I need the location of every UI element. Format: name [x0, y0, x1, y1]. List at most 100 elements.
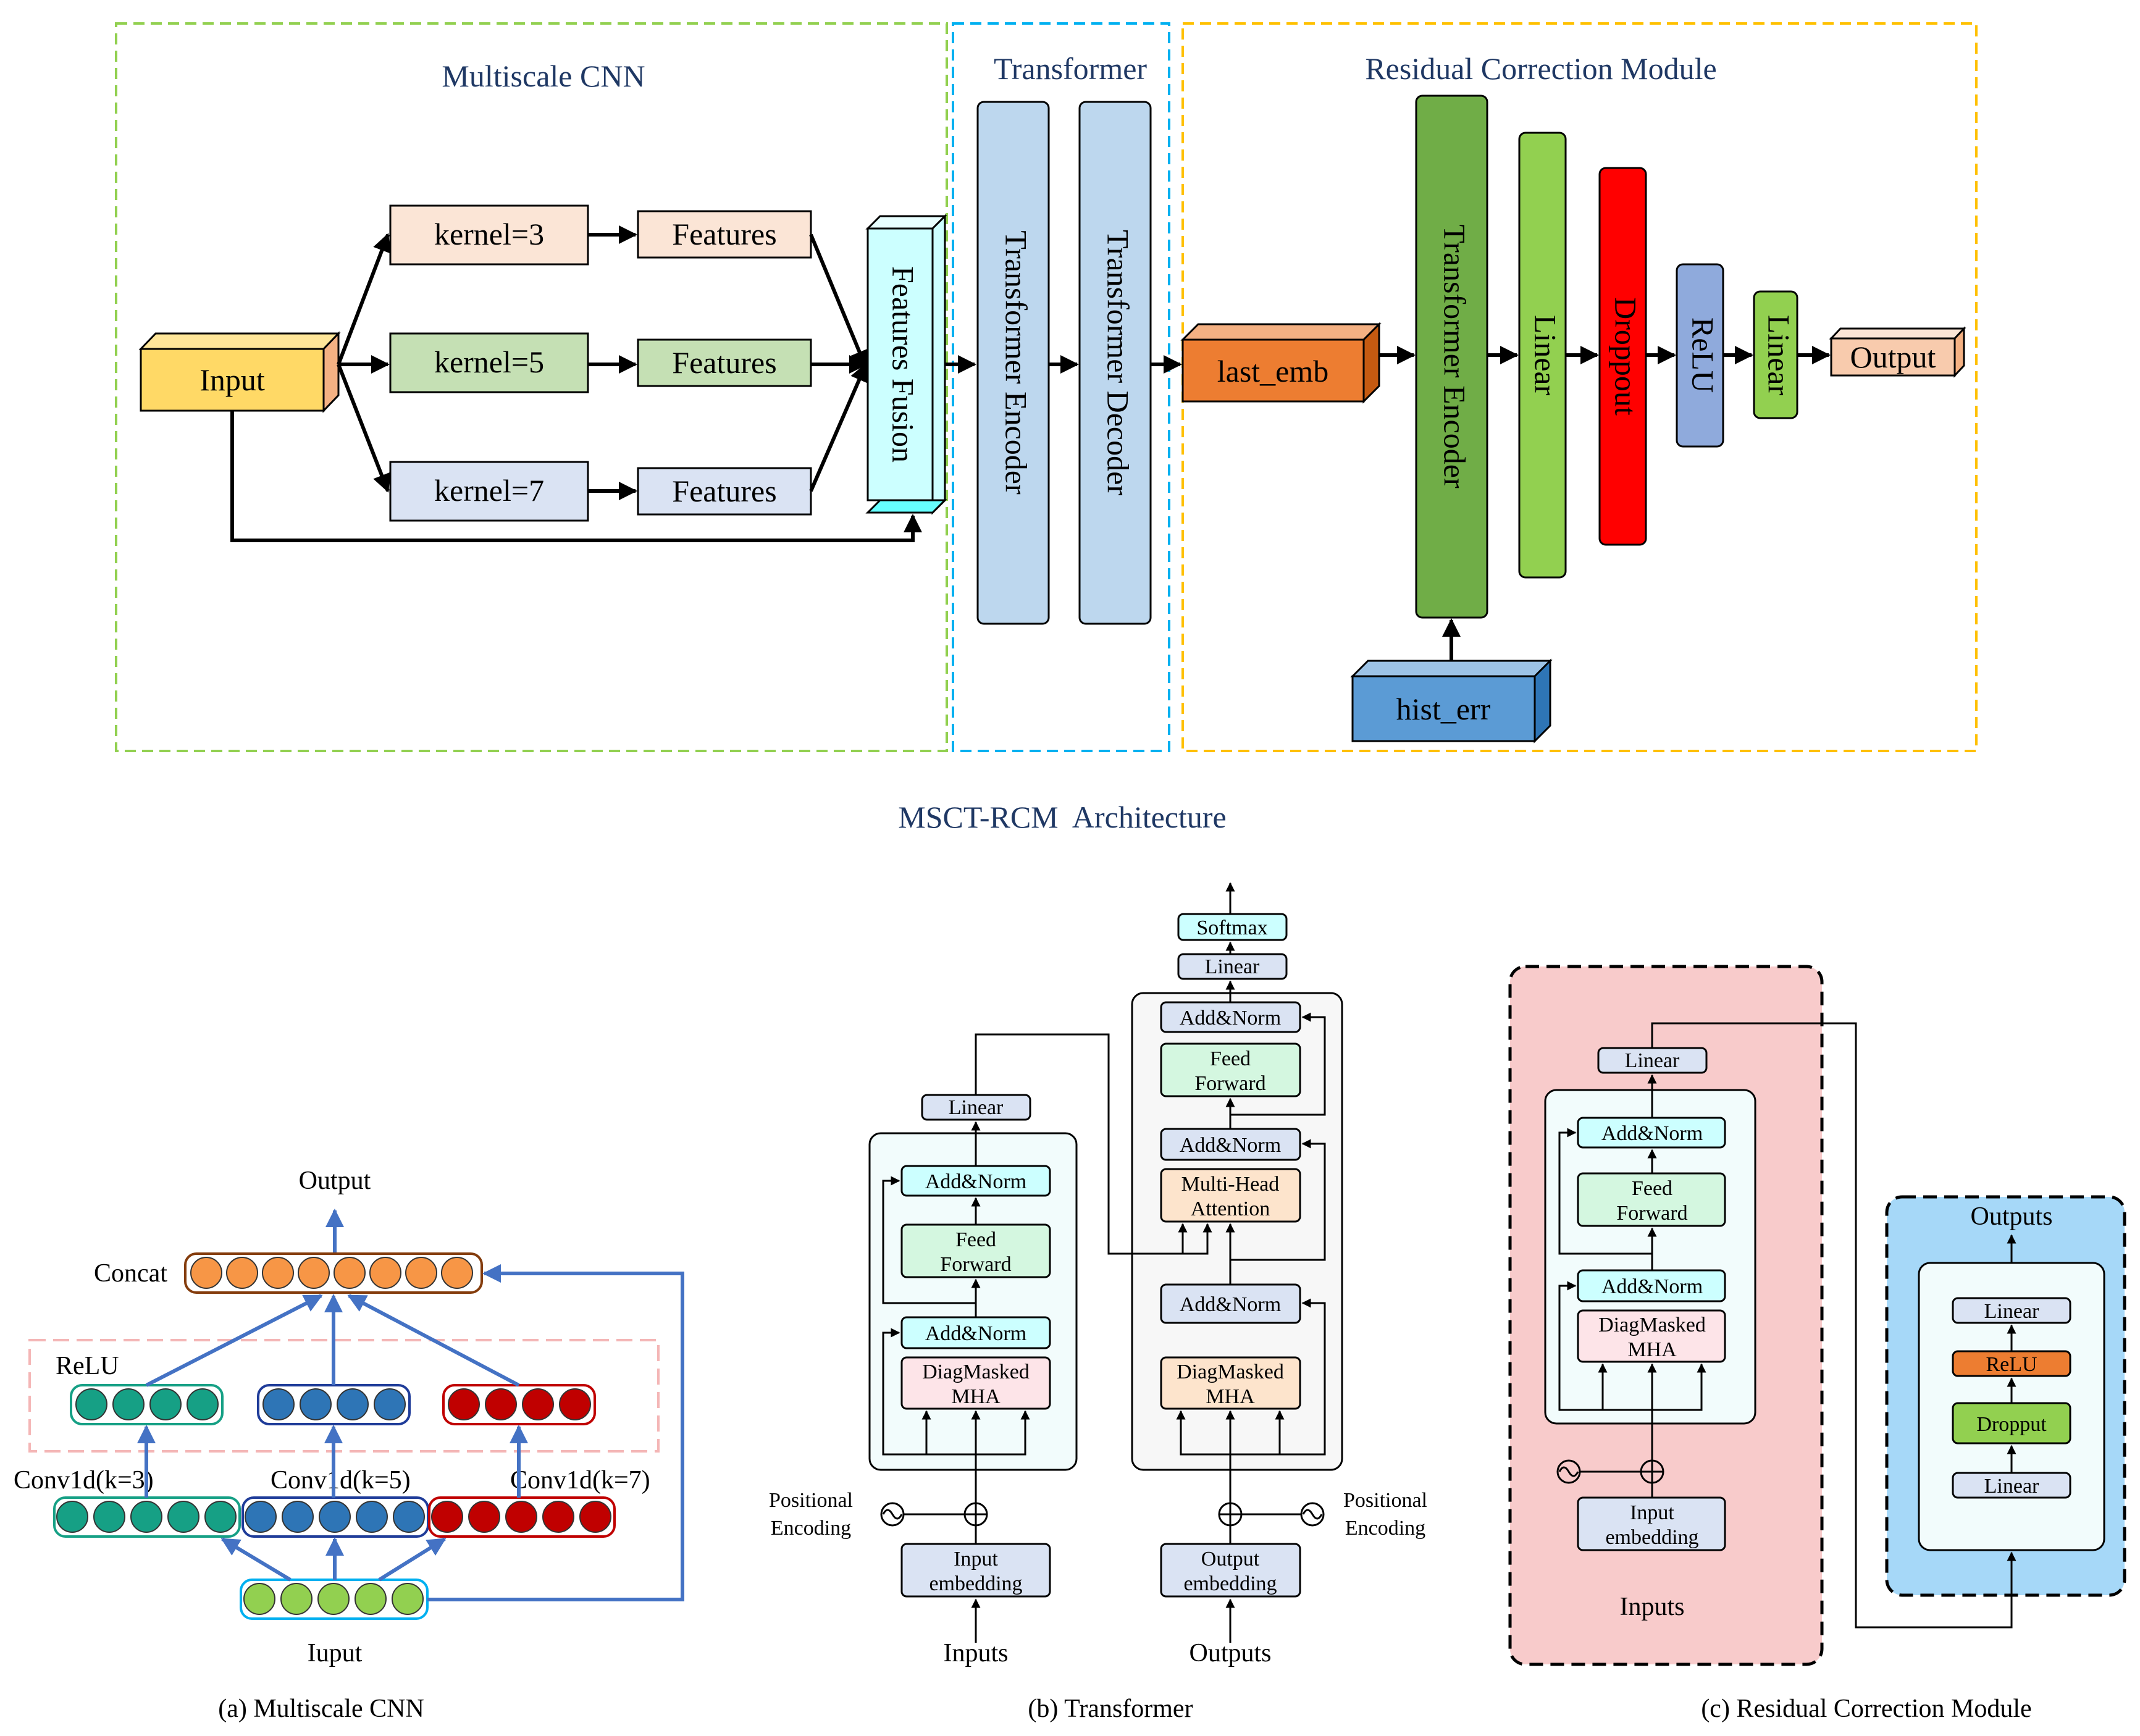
- features-box-1: [637, 210, 812, 259]
- conv-node: [505, 1501, 537, 1533]
- encoder-pos-enc-line2: Encoding: [771, 1517, 851, 1540]
- decoder-multihead: [1160, 1168, 1301, 1223]
- relu-node: [337, 1388, 369, 1420]
- hist-err-block: hist_err: [1350, 658, 1553, 744]
- conv-node: [245, 1501, 277, 1533]
- rcm-ff-line1: Feed: [1632, 1177, 1672, 1200]
- head-linear-top-label: Linear: [1984, 1300, 2039, 1323]
- rcm-linear2-label: Linear: [1762, 315, 1797, 396]
- conv-node: [167, 1501, 199, 1533]
- encoder-pos-enc-line1: Positional: [769, 1489, 853, 1512]
- panel-a-caption: (a) Multiscale CNN: [218, 1695, 424, 1723]
- conv-node: [130, 1501, 162, 1533]
- relu-node: [485, 1388, 517, 1420]
- conv-node: [204, 1501, 237, 1533]
- input-node: [317, 1583, 350, 1615]
- head-linear-top: [1952, 1297, 2071, 1324]
- relu-node: [262, 1388, 295, 1420]
- rcm-linear-label: Linear: [1625, 1049, 1680, 1072]
- encoder-ff-line1: Feed: [955, 1228, 996, 1251]
- cnn-section-title: Multiscale CNN: [442, 59, 645, 93]
- relu-dashed-region: [28, 1339, 660, 1453]
- encoder-positional-sine-icon: [880, 1502, 905, 1527]
- conv-node: [393, 1501, 425, 1533]
- decoder-mh-line1: Multi-Head: [1181, 1173, 1280, 1196]
- panel-c-arrows: [1558, 1022, 2016, 1629]
- decoder-linear-box: [1177, 953, 1288, 980]
- transformer-decoder-label: Transformer Decoder: [1101, 230, 1136, 495]
- conv-node: [93, 1501, 125, 1533]
- decoder-addnorm-2-label: Add&Norm: [1180, 1134, 1281, 1157]
- decoder-ff-line1: Feed: [1210, 1047, 1251, 1070]
- decoder-addnorm-1-label: Add&Norm: [1180, 1007, 1281, 1029]
- conv-node: [468, 1501, 500, 1533]
- rcm-section-title: Residual Correction Module: [1365, 51, 1716, 86]
- panel-b-arrows: [882, 882, 1326, 1643]
- decoder-diagmasked: [1160, 1356, 1301, 1410]
- encoder-addnorm-top-label: Add&Norm: [925, 1170, 1026, 1193]
- head-linear-bottom-label: Linear: [1984, 1475, 2039, 1498]
- rcm-arrows: [1379, 346, 1831, 661]
- softmax-box: [1177, 913, 1288, 941]
- conv5-label: Conv1d(k=5): [271, 1466, 411, 1495]
- conv-node: [356, 1501, 388, 1533]
- decoder-pos-enc-line2: Encoding: [1345, 1517, 1425, 1540]
- conv3-label: Conv1d(k=3): [14, 1466, 154, 1495]
- conv-node: [282, 1501, 314, 1533]
- encoder-linear-label: Linear: [949, 1096, 1004, 1119]
- concat-node: [369, 1257, 401, 1289]
- input-label: Input: [199, 363, 265, 397]
- decoder-positional-sine-icon: [1300, 1502, 1325, 1527]
- msct-rcm-architecture: Multiscale CNN Transformer Residual Corr…: [115, 22, 1978, 834]
- concat-node: [334, 1257, 366, 1289]
- input-node: [243, 1583, 275, 1615]
- concat-node: [190, 1257, 222, 1289]
- relu-node: [300, 1388, 332, 1420]
- transformer-section-frame: [952, 22, 1170, 752]
- output-embedding-line2: embedding: [1183, 1572, 1277, 1595]
- relu-node: [522, 1388, 554, 1420]
- decoder-dm-line1: DiagMasked: [1177, 1361, 1284, 1383]
- conv-node: [579, 1501, 611, 1533]
- concat-node: [405, 1257, 437, 1289]
- input-embedding-line2: embedding: [929, 1572, 1022, 1595]
- encoder-addnorm-bottom-label: Add&Norm: [925, 1322, 1026, 1345]
- panel-b-caption: (b) Transformer: [1028, 1695, 1193, 1723]
- rcm-outputs-label: Outputs: [1970, 1202, 2052, 1231]
- rcm-linear1-label: Linear: [1529, 315, 1563, 396]
- head-relu-label: ReLU: [1986, 1353, 2037, 1376]
- panel-b-outputs-label: Outputs: [1189, 1639, 1271, 1667]
- relu-node: [559, 1388, 591, 1420]
- rcm-dm-line2: MHA: [1627, 1338, 1677, 1361]
- conv-blue-nodes: [245, 1501, 425, 1533]
- decoder-frame: [1131, 992, 1343, 1471]
- panel-b-transformer: Softmax Linear Linear Add&Norm Feed Forw…: [769, 882, 1427, 1723]
- output-label: Output: [1850, 340, 1936, 374]
- decoder-linear-label: Linear: [1205, 955, 1260, 978]
- input-nodes: [243, 1583, 424, 1615]
- features-fusion-label: Features Fusion: [886, 266, 921, 463]
- relu-node: [75, 1388, 107, 1420]
- conv-red-nodes: [431, 1501, 611, 1533]
- input-node: [280, 1583, 313, 1615]
- input-node: [355, 1583, 387, 1615]
- rcm-ff-line2: Forward: [1616, 1202, 1687, 1225]
- concat-nodes: [190, 1257, 473, 1289]
- panel-b-inputs-label: Inputs: [944, 1639, 1009, 1667]
- rcm-diagmasked: [1577, 1309, 1726, 1363]
- relu-node: [374, 1388, 406, 1420]
- decoder-dm-line2: MHA: [1206, 1385, 1255, 1408]
- relu-node: [448, 1388, 480, 1420]
- relu-node: [149, 1388, 182, 1420]
- rcm-encoder-label: Transformer Encoder: [1438, 224, 1472, 489]
- features-label-3: Features: [672, 474, 776, 508]
- conv-node: [319, 1501, 351, 1533]
- hist-err-label: hist_err: [1396, 692, 1491, 726]
- concat-node: [226, 1257, 258, 1289]
- encoder-dm-line2: MHA: [951, 1385, 1001, 1408]
- output-embedding-line1: Output: [1201, 1548, 1260, 1570]
- rcm-dropout-label: Droppout: [1609, 297, 1643, 416]
- decoder-addnorm-3-label: Add&Norm: [1180, 1293, 1281, 1316]
- features-fusion-block: Features Fusion: [865, 214, 947, 515]
